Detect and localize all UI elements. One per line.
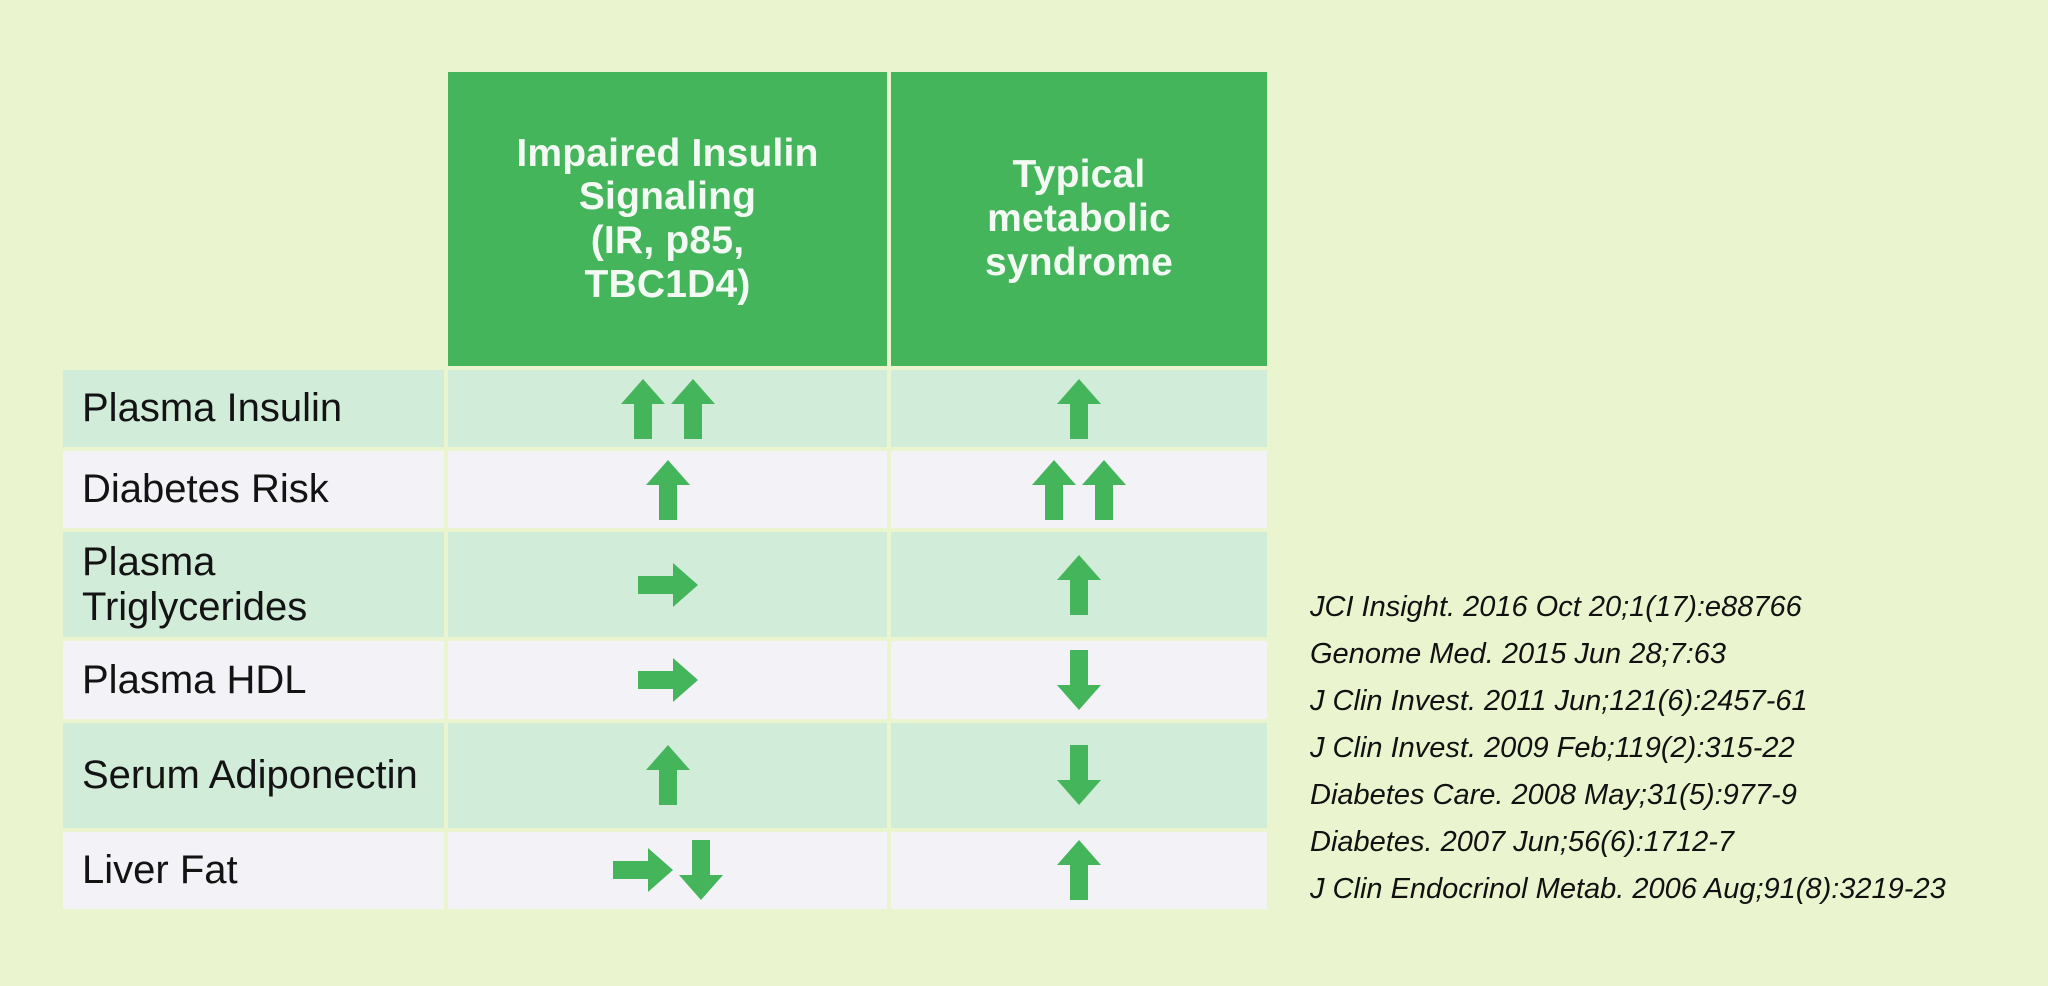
- arrow-down-icon: [1057, 745, 1101, 806]
- cell-impaired-insulin-signaling: [448, 532, 887, 638]
- row-label: Plasma Insulin: [63, 370, 444, 448]
- arrow-up-icon: [1057, 554, 1101, 615]
- arrow-right-icon: [637, 658, 698, 702]
- arrow-group: [449, 533, 886, 636]
- cell-impaired-insulin-signaling: [448, 831, 887, 909]
- comparison-table-container: Impaired Insulin Signaling (IR, p85, TBC…: [59, 68, 1267, 913]
- header-line: TBC1D4): [584, 262, 751, 306]
- row-label: Serum Adiponectin: [63, 722, 444, 828]
- cell-typical-metabolic-syndrome: [891, 532, 1267, 638]
- table-row: Liver Fat: [63, 831, 1267, 909]
- citation-item: Genome Med. 2015 Jun 28;7:63: [1310, 637, 1726, 670]
- arrow-up-icon: [670, 378, 715, 439]
- comparison-table: Impaired Insulin Signaling (IR, p85, TBC…: [59, 68, 1271, 913]
- arrow-group: [892, 452, 1266, 527]
- arrow-up-icon: [1082, 459, 1126, 520]
- table-corner-cell: [63, 72, 444, 366]
- arrow-up-icon: [1057, 840, 1101, 901]
- arrow-up-icon: [1057, 378, 1101, 439]
- row-label: Diabetes Risk: [63, 451, 444, 529]
- arrow-group: [892, 833, 1266, 908]
- cell-typical-metabolic-syndrome: [891, 370, 1267, 448]
- cell-typical-metabolic-syndrome: [891, 831, 1267, 909]
- arrow-up-icon: [645, 459, 690, 520]
- arrow-down-icon: [1057, 650, 1101, 710]
- arrow-up-icon: [645, 745, 690, 806]
- column-header-typical-metabolic-syndrome: Typical metabolic syndrome: [891, 72, 1267, 366]
- header-row: Impaired Insulin Signaling (IR, p85, TBC…: [63, 72, 1267, 366]
- header-line: Signaling: [578, 175, 757, 219]
- table-row: Diabetes Risk: [63, 451, 1267, 529]
- row-label: Plasma Triglycerides: [63, 532, 444, 638]
- cell-typical-metabolic-syndrome: [891, 641, 1267, 719]
- header-line: metabolic: [987, 197, 1171, 241]
- arrow-group: [449, 724, 886, 827]
- arrow-group: [892, 533, 1266, 636]
- arrow-group: [449, 452, 886, 527]
- arrow-right-icon: [612, 848, 673, 893]
- row-label: Plasma HDL: [63, 641, 444, 719]
- header-line: Typical: [1012, 153, 1146, 197]
- arrow-group: [892, 724, 1266, 827]
- citation-item: J Clin Invest. 2009 Feb;119(2):315-22: [1310, 731, 1795, 764]
- row-label: Liver Fat: [63, 831, 444, 909]
- citation-item: Diabetes. 2007 Jun;56(6):1712-7: [1310, 825, 1735, 858]
- cell-impaired-insulin-signaling: [448, 641, 887, 719]
- header-line: (IR, p85,: [590, 219, 745, 262]
- citation-item: J Clin Invest. 2011 Jun;121(6):2457-61: [1310, 684, 1808, 717]
- arrow-up-icon: [1032, 459, 1076, 520]
- cell-impaired-insulin-signaling: [448, 370, 887, 448]
- arrow-group: [892, 642, 1266, 717]
- citation-item: JCI Insight. 2016 Oct 20;1(17):e88766: [1310, 591, 1802, 623]
- table-row: Serum Adiponectin: [63, 722, 1267, 828]
- header-line: Impaired Insulin: [516, 131, 819, 175]
- arrow-group: [449, 371, 886, 446]
- arrow-group: [449, 833, 886, 908]
- cell-typical-metabolic-syndrome: [891, 451, 1267, 529]
- table-row: Plasma HDL: [63, 641, 1267, 719]
- cell-typical-metabolic-syndrome: [891, 722, 1267, 828]
- citation-item: Diabetes Care. 2008 May;31(5):977-9: [1310, 778, 1797, 811]
- arrow-right-icon: [637, 562, 698, 607]
- cell-impaired-insulin-signaling: [448, 722, 887, 828]
- arrow-group: [449, 642, 886, 717]
- table-row: Plasma Insulin: [63, 370, 1267, 448]
- table-row: Plasma Triglycerides: [63, 532, 1267, 638]
- cell-impaired-insulin-signaling: [448, 451, 887, 529]
- arrow-down-icon: [678, 840, 723, 901]
- header-line: syndrome: [985, 240, 1173, 284]
- citation-item: J Clin Endocrinol Metab. 2006 Aug;91(8):…: [1310, 872, 1946, 905]
- table-header: Impaired Insulin Signaling (IR, p85, TBC…: [63, 72, 1267, 366]
- column-header-impaired-insulin-signaling: Impaired Insulin Signaling (IR, p85, TBC…: [448, 72, 887, 366]
- arrow-up-icon: [620, 378, 665, 439]
- arrow-group: [892, 371, 1266, 446]
